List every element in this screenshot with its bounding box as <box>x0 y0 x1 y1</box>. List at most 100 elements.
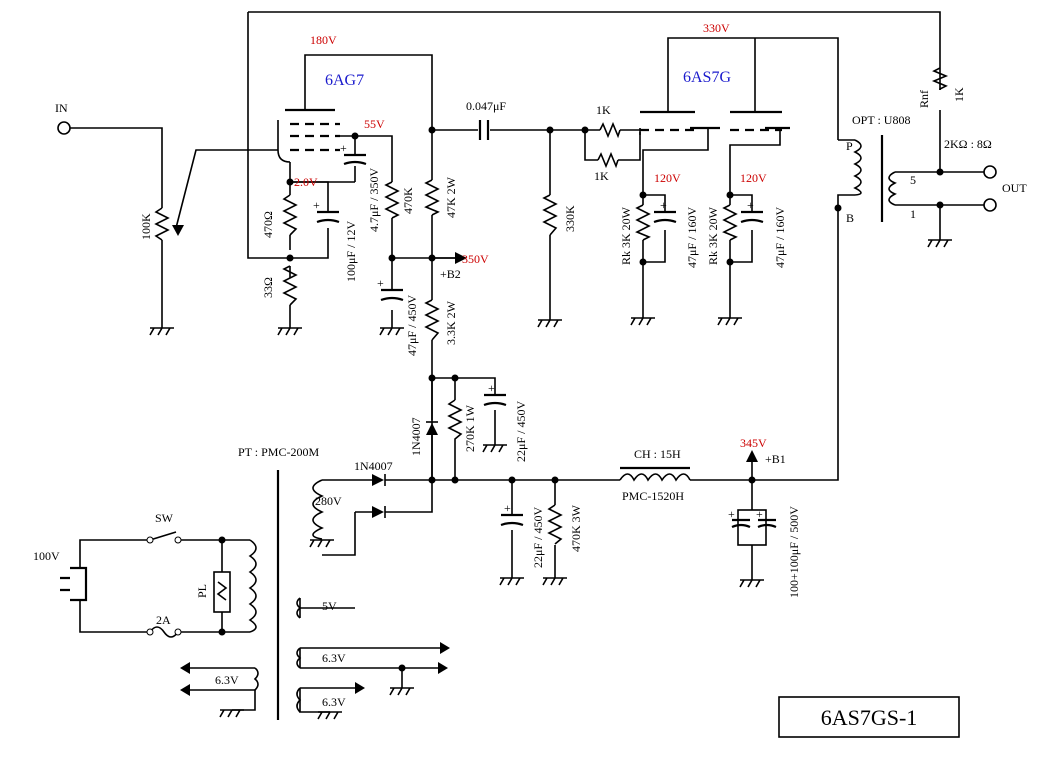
label-1k-a: 1K <box>596 103 611 117</box>
label-c22a: 22μF / 450V <box>514 401 528 462</box>
label-sw: SW <box>155 511 174 525</box>
voltage-345: 345V <box>740 436 767 450</box>
voltage-120b: 120V <box>740 171 767 185</box>
resistor-270k <box>447 399 463 445</box>
svg-text:+: + <box>340 141 347 155</box>
label-b1: +B1 <box>765 452 786 466</box>
label-ch: CH : 15H <box>634 447 681 461</box>
mains-parts <box>60 531 231 638</box>
junction-dots <box>218 126 944 672</box>
resistor-470k3 <box>547 504 563 545</box>
label-r-scr: 470K <box>401 187 415 214</box>
svg-text:+: + <box>488 381 495 395</box>
label-r33: 33Ω <box>261 277 275 298</box>
voltage-120a: 120V <box>654 171 681 185</box>
tube-6ag7 <box>277 108 340 163</box>
label-b2: +B2 <box>440 267 461 281</box>
label-d2: 1N4007 <box>409 417 423 456</box>
grounds <box>149 239 952 720</box>
resistor-470 <box>282 194 298 236</box>
diagram-title: 6AS7GS-1 <box>821 705 918 730</box>
labels: IN OUT 6AG7 6AS7G 180V 330V 55V 2.0V 350… <box>33 21 1027 709</box>
output-transformer <box>853 135 897 222</box>
ground-icon <box>542 577 567 586</box>
label-imp: 2KΩ : 8Ω <box>944 137 992 151</box>
wires <box>70 11 985 713</box>
label-r-vol: 100K <box>139 213 153 240</box>
label-pin1: 1 <box>910 207 916 221</box>
label-ch-model: PMC-1520H <box>622 489 684 503</box>
label-63b: 6.3V <box>215 673 239 687</box>
ground-icon <box>219 709 244 718</box>
label-1k-b: 1K <box>594 169 609 183</box>
label-b: B <box>846 211 854 225</box>
ground-icon <box>149 327 174 336</box>
arrows <box>172 225 758 696</box>
resistor-1k-b <box>597 151 619 169</box>
label-opt: OPT : U808 <box>852 113 910 127</box>
ground-icon <box>739 579 764 588</box>
label-r470k3: 470K 3W <box>569 504 583 552</box>
label-280v: 280V <box>315 494 342 508</box>
label-pl: PL <box>195 584 209 598</box>
label-rk2: Rk 3K 20W <box>706 206 720 265</box>
ground-icon <box>927 239 952 248</box>
ground-icon <box>309 539 334 548</box>
ground-icon <box>630 317 655 326</box>
label-r270: 270K 1W <box>463 404 477 452</box>
svg-text:+: + <box>504 501 511 515</box>
svg-text:+: + <box>728 507 735 521</box>
label-c-main: 100+100μF / 500V <box>787 506 801 598</box>
voltage-350: 350V <box>462 252 489 266</box>
svg-text:+: + <box>756 507 763 521</box>
label-c-cath: 100μF / 12V <box>344 221 358 282</box>
label-c-scr: 4.7μF / 350V <box>367 168 381 232</box>
label-d1: 1N4007 <box>354 459 393 473</box>
label-rnf: Rnf <box>917 90 931 108</box>
choke <box>619 466 691 482</box>
cap-ck1: + <box>653 198 677 224</box>
ground-icon <box>389 687 414 696</box>
label-in: IN <box>55 101 68 115</box>
cap-cathode: + <box>313 198 340 224</box>
svg-text:+: + <box>313 198 320 212</box>
voltage-55: 55V <box>364 117 385 131</box>
label-rnf-val: 1K <box>952 87 966 102</box>
label-c22b: 22μF / 450V <box>531 507 545 568</box>
cap-screen: + <box>340 141 367 166</box>
label-63c: 6.3V <box>322 695 346 709</box>
label-63a: 6.3V <box>322 651 346 665</box>
cap-ck2: + <box>740 198 764 224</box>
label-rk1: Rk 3K 20W <box>619 206 633 265</box>
capacitors: + + + + + + + ++ <box>313 120 777 546</box>
cap-22b: + <box>500 501 524 527</box>
label-c-coup: 0.047μF <box>466 99 506 113</box>
tube-label-6as7g: 6AS7G <box>683 69 731 86</box>
cap-22a: + <box>483 381 507 407</box>
svg-text:+: + <box>747 198 754 212</box>
voltage-2: 2.0V <box>294 175 318 189</box>
title-block: 6AS7GS-1 <box>778 696 960 738</box>
cap-main: ++ <box>728 507 777 546</box>
ground-icon <box>499 577 524 586</box>
resistor-330k <box>542 194 558 236</box>
svg-text:+: + <box>660 198 667 212</box>
diodes <box>372 421 438 518</box>
ground-icon <box>537 319 562 328</box>
cap-coupling <box>478 120 490 140</box>
svg-text:+: + <box>377 276 384 290</box>
resistor-rnf <box>931 67 949 90</box>
tube-label-6ag7: 6AG7 <box>325 72 364 89</box>
label-r-load: 47K 2W <box>444 176 458 218</box>
label-r-grid: 330K <box>563 205 577 232</box>
label-r470: 470Ω <box>261 211 275 238</box>
tube-6as7g <box>640 110 790 132</box>
voltage-330: 330V <box>703 21 730 35</box>
resistor-47k <box>424 179 440 216</box>
label-p: P <box>846 139 853 153</box>
ground-icon <box>277 327 302 336</box>
label-ck2: 47μF / 160V <box>773 207 787 268</box>
resistor-rk1 <box>635 204 651 241</box>
resistor-33 <box>282 265 298 306</box>
resistor-1k-a <box>599 121 621 139</box>
